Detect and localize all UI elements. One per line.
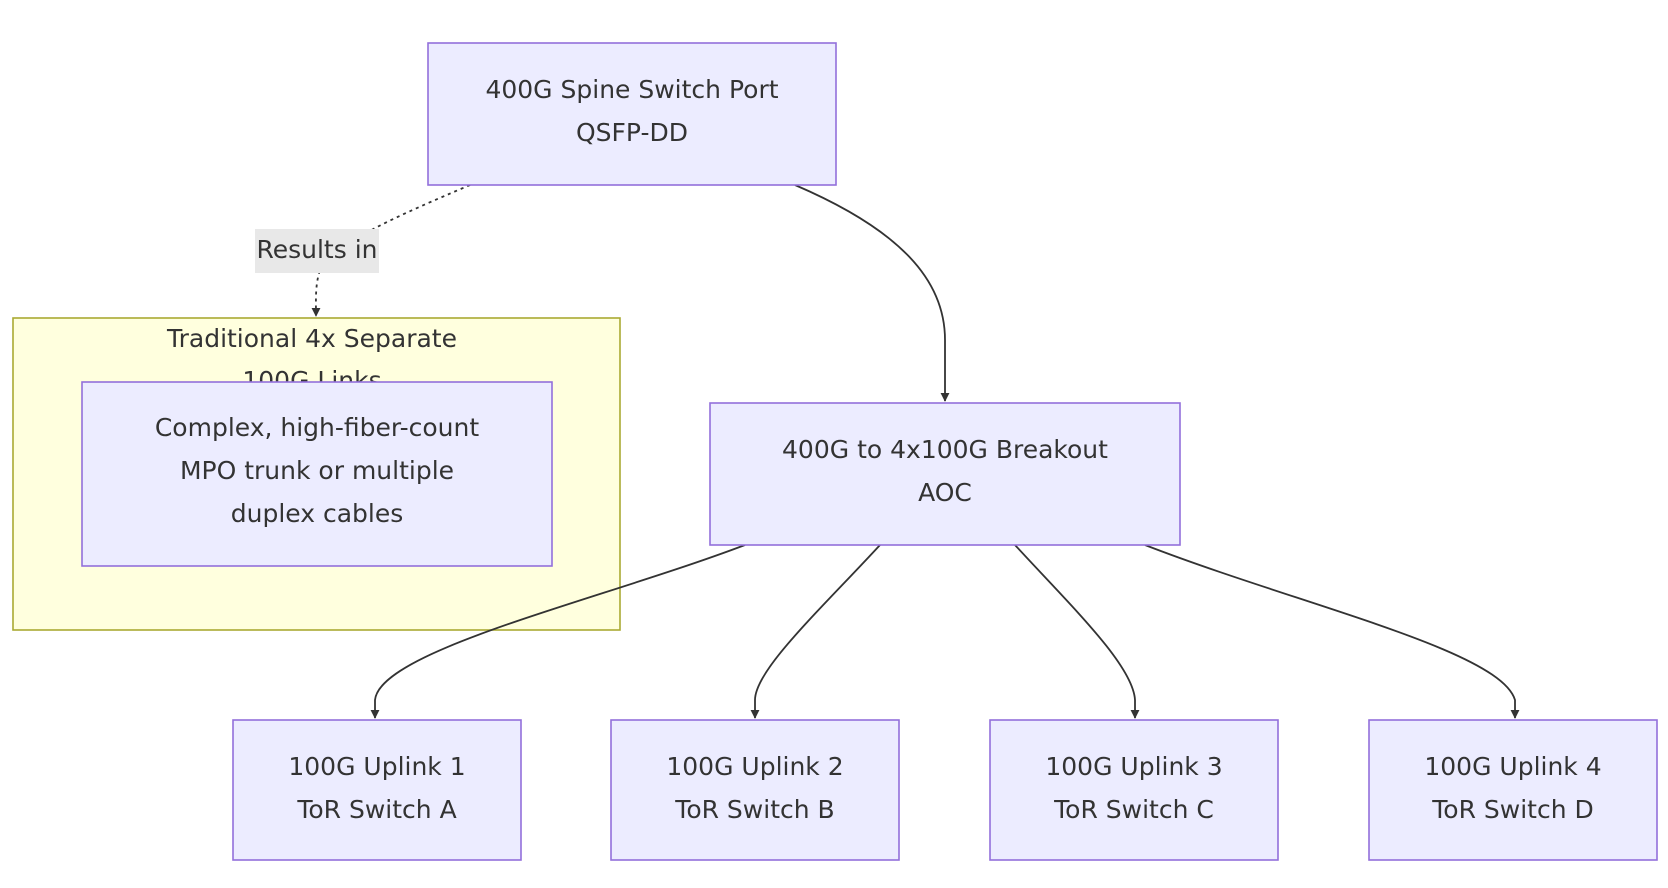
node-uplink-2[interactable]: 100G Uplink 2 ToR Switch B (610, 719, 900, 861)
node-line2: ToR Switch B (674, 795, 834, 824)
edge-breakout-to-uplink2 (750, 544, 881, 719)
node-breakout-aoc[interactable]: 400G to 4x100G Breakout AOC (709, 402, 1181, 546)
node-line1: 100G Uplink 3 (1045, 752, 1222, 781)
node-box (427, 42, 837, 186)
node-line1: 100G Uplink 4 (1424, 752, 1601, 781)
node-line1: 100G Uplink 2 (666, 752, 843, 781)
node-line3: duplex cables (231, 499, 404, 528)
node-complex-cabling[interactable]: Complex, high-fiber-count MPO trunk or m… (81, 381, 553, 567)
node-line2: QSFP-DD (576, 118, 688, 147)
cluster-title-line1: Traditional 4x Separate (166, 324, 457, 353)
node-box (709, 402, 1181, 546)
edge-breakout-to-uplink3 (1014, 544, 1140, 719)
edge-label-bg (255, 229, 379, 273)
node-box (1368, 719, 1658, 861)
node-box (989, 719, 1279, 861)
edge-spine-to-breakout (794, 184, 950, 402)
node-line2: ToR Switch A (296, 795, 456, 824)
node-box (610, 719, 900, 861)
edges-group (311, 184, 1520, 719)
node-uplink-1[interactable]: 100G Uplink 1 ToR Switch A (232, 719, 522, 861)
node-spine-switch[interactable]: 400G Spine Switch Port QSFP-DD (427, 42, 837, 186)
edge-breakout-to-uplink1 (370, 544, 746, 719)
node-line1: 400G Spine Switch Port (485, 75, 778, 104)
edge-breakout-to-uplink4 (1144, 544, 1520, 719)
node-line2: ToR Switch C (1053, 795, 1214, 824)
node-line1: 100G Uplink 1 (288, 752, 465, 781)
edge-label-text: Results in (256, 235, 377, 264)
edge-label-results-in: Results in (255, 229, 379, 273)
node-uplink-4[interactable]: 100G Uplink 4 ToR Switch D (1368, 719, 1658, 861)
node-line2: ToR Switch D (1431, 795, 1594, 824)
node-line2: AOC (918, 478, 972, 507)
node-box (232, 719, 522, 861)
node-box (81, 381, 553, 567)
node-uplink-3[interactable]: 100G Uplink 3 ToR Switch C (989, 719, 1279, 861)
node-line1: 400G to 4x100G Breakout (782, 435, 1108, 464)
node-line2: MPO trunk or multiple (180, 456, 454, 485)
node-line1: Complex, high-fiber-count (155, 413, 480, 442)
